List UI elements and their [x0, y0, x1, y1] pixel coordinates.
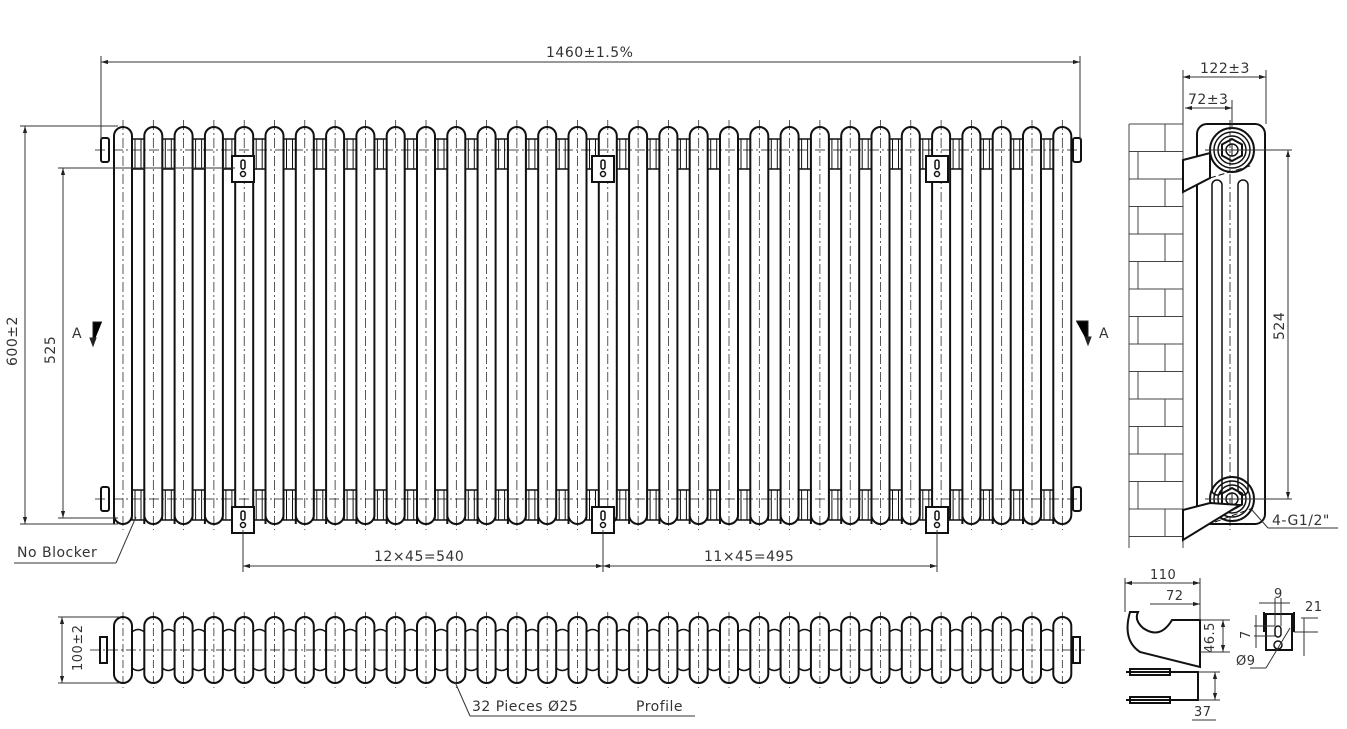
radiator-tube: [264, 126, 285, 525]
profile-leader: [454, 681, 695, 717]
section-mark-right: A: [1099, 326, 1110, 342]
radiator-tube: [143, 126, 164, 525]
radiator-tube: [961, 126, 982, 525]
radiator-tube: [658, 126, 679, 525]
section-marker-left: [89, 321, 102, 348]
side-depth-dimension: [1182, 70, 1267, 128]
radiator-tube: [416, 126, 436, 525]
radiator-tube: [628, 126, 649, 525]
radiator-tube: [567, 126, 588, 525]
overall-height-dimension: [20, 125, 118, 525]
wall-to-centre-label: 72±3: [1188, 92, 1229, 108]
no-blocker-leader: [14, 516, 137, 564]
radiator-tube: [779, 126, 800, 525]
plan-view: [90, 612, 1085, 688]
radiator-tube: [294, 126, 315, 525]
bracket-spacing-left-label: 12×45=540: [374, 549, 465, 565]
section-marker-right: [1076, 320, 1092, 347]
bracket-offset-label: 72: [1166, 589, 1184, 604]
bracket-width-label: 37: [1194, 705, 1212, 720]
wall-bracket: [591, 506, 615, 534]
bracket-spacing-right-label: 11×45=495: [704, 549, 795, 565]
radiator-tube: [719, 126, 739, 525]
radiator-tube: [1022, 126, 1042, 525]
radiator-tube: [537, 126, 558, 525]
side-height-label: 524: [1272, 311, 1288, 340]
radiator-tube: [385, 126, 406, 525]
tube-note-label: 32 Pieces Ø25: [472, 699, 579, 715]
overall-height-label: 600±2: [5, 316, 21, 366]
section-mark-left: A: [72, 326, 83, 342]
side-depth-label: 122±3: [1200, 61, 1250, 77]
brick-wall: [1128, 123, 1184, 548]
radiator-tube: [506, 126, 527, 525]
radiator-tube: [749, 126, 770, 525]
bracket-spacing-dimension: [242, 530, 938, 572]
radiator-tube: [809, 126, 830, 525]
radiator-tube: [203, 126, 224, 525]
radiator-tube: [870, 126, 891, 525]
radiator-tube: [113, 126, 133, 525]
radiator-tube: [355, 126, 376, 525]
connection-label: 4-G1/2": [1272, 513, 1330, 529]
slot-width-label: 9: [1274, 587, 1283, 602]
profile-label: Profile: [636, 699, 684, 715]
bracket-detail-side: [1126, 611, 1201, 669]
no-blocker-label: No Blocker: [17, 545, 98, 561]
slot-height-label: 7: [1239, 630, 1254, 639]
pipe-centres-dimension: [58, 167, 235, 519]
side-height-dimension: [1205, 149, 1292, 500]
wall-bracket: [231, 506, 255, 534]
bracket-detail-dimensions: [1124, 578, 1318, 721]
overall-width-label: 1460±1.5%: [546, 45, 634, 61]
wall-bracket: [591, 155, 615, 183]
front-view: [95, 120, 1085, 534]
side-view: [1128, 120, 1266, 548]
bracket-detail-plan: [1126, 668, 1199, 704]
wall-bracket: [925, 155, 949, 183]
radiator-tube: [1052, 126, 1073, 525]
connection-leader: [1251, 509, 1338, 529]
wall-bracket: [231, 155, 255, 183]
pipe-centres-label: 525: [43, 335, 59, 364]
bracket-detail-front: [1263, 612, 1295, 651]
bracket-height-label: 46.5: [1203, 622, 1218, 653]
plan-depth-dimension: [58, 616, 120, 684]
radiator-tube: [991, 126, 1012, 525]
radiator-tube: [446, 126, 467, 525]
radiator-tube: [325, 126, 346, 525]
radiator-tube: [840, 126, 861, 525]
hole-diameter-label: Ø9: [1236, 654, 1256, 669]
radiator-tube: [173, 126, 194, 525]
radiator-tube: [900, 126, 921, 525]
radiator-tube: [688, 126, 709, 525]
plan-depth-label: 100±2: [71, 624, 86, 671]
radiator-tube: [476, 126, 497, 525]
plate-height-label: 21: [1305, 600, 1323, 615]
bracket-length-label: 110: [1150, 568, 1177, 583]
wall-bracket: [925, 506, 949, 534]
